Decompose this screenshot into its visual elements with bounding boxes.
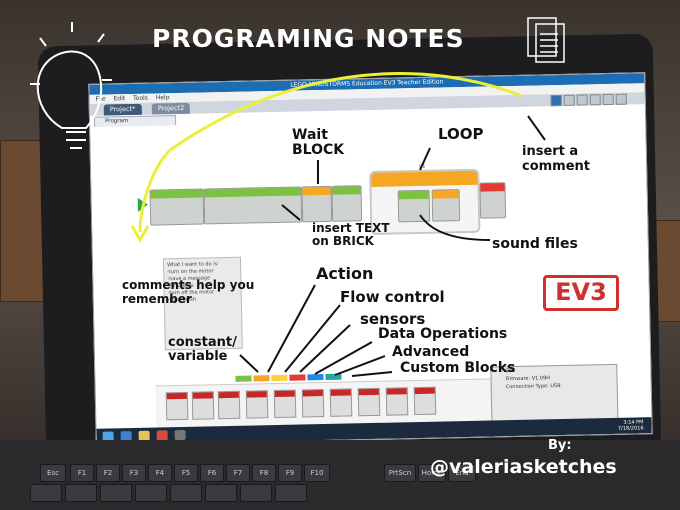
key-f9[interactable]: F9 <box>278 464 302 482</box>
arrow-comment-tool-icon <box>527 115 546 141</box>
arrow-loop-icon <box>419 147 431 171</box>
lightbulb-icon <box>30 22 112 149</box>
label-flow-control: Flow control <box>340 288 445 306</box>
key[interactable] <box>240 484 272 502</box>
key[interactable] <box>30 484 62 502</box>
arrow-advanced-icon <box>334 355 386 376</box>
label-comments-help: comments help you remember <box>122 278 255 306</box>
annotation-arrows <box>239 115 546 377</box>
label-advanced: Advanced <box>392 344 470 360</box>
key-end[interactable]: End <box>448 464 476 482</box>
arrow-flow-icon <box>284 304 341 373</box>
label-insert-text: insert TEXT on BRICK <box>312 221 390 248</box>
key[interactable] <box>100 484 132 502</box>
arrow-text-icon <box>281 204 301 221</box>
key[interactable] <box>135 484 167 502</box>
arrow-action-icon <box>267 284 316 373</box>
key[interactable] <box>170 484 202 502</box>
key[interactable] <box>65 484 97 502</box>
keyboard: Esc F1 F2 F3 F4 F5 F6 F7 F8 F9 F10 PrtSc… <box>0 440 680 510</box>
label-handle: @valeriasketches <box>430 456 617 478</box>
label-insert-comment: insert a comment <box>522 144 591 174</box>
ev3-logo: EV3 <box>543 275 619 311</box>
key-f6[interactable]: F6 <box>200 464 224 482</box>
notes-title: PROGRAMING NOTES <box>152 24 465 53</box>
key-home[interactable]: Home <box>418 464 446 482</box>
key-f3[interactable]: F3 <box>122 464 146 482</box>
comment-arrow-icon <box>138 72 523 233</box>
comment-arrowhead-icon <box>130 225 150 244</box>
key-f7[interactable]: F7 <box>226 464 250 482</box>
arrow-constant-icon <box>239 354 259 373</box>
key-esc[interactable]: Esc <box>40 464 66 482</box>
notes-icon <box>527 17 565 63</box>
key-f1[interactable]: F1 <box>70 464 94 482</box>
arrow-data-icon <box>314 341 373 375</box>
label-sound-files: sound files <box>492 236 578 252</box>
key-f5[interactable]: F5 <box>174 464 198 482</box>
key-prtscn[interactable]: PrtScn <box>384 464 416 482</box>
key-f8[interactable]: F8 <box>252 464 276 482</box>
label-action: Action <box>316 264 374 283</box>
label-wait-block: Wait BLOCK <box>292 127 345 158</box>
arrow-sound-icon <box>419 214 491 241</box>
key-f2[interactable]: F2 <box>96 464 120 482</box>
key[interactable] <box>275 484 307 502</box>
key-f10[interactable]: F10 <box>304 464 330 482</box>
key-f4[interactable]: F4 <box>148 464 172 482</box>
label-custom-blocks: Custom Blocks <box>400 360 516 376</box>
arrow-sensors-icon <box>299 324 351 373</box>
label-data-operations: Data Operations <box>378 326 508 342</box>
label-sensors: sensors <box>360 310 426 328</box>
key[interactable] <box>205 484 237 502</box>
label-constant-variable: constant/ variable <box>168 335 237 364</box>
number-row <box>30 484 650 504</box>
label-loop: LOOP <box>438 125 484 143</box>
label-by: By: <box>548 438 572 453</box>
arrow-custom-icon <box>351 371 393 377</box>
